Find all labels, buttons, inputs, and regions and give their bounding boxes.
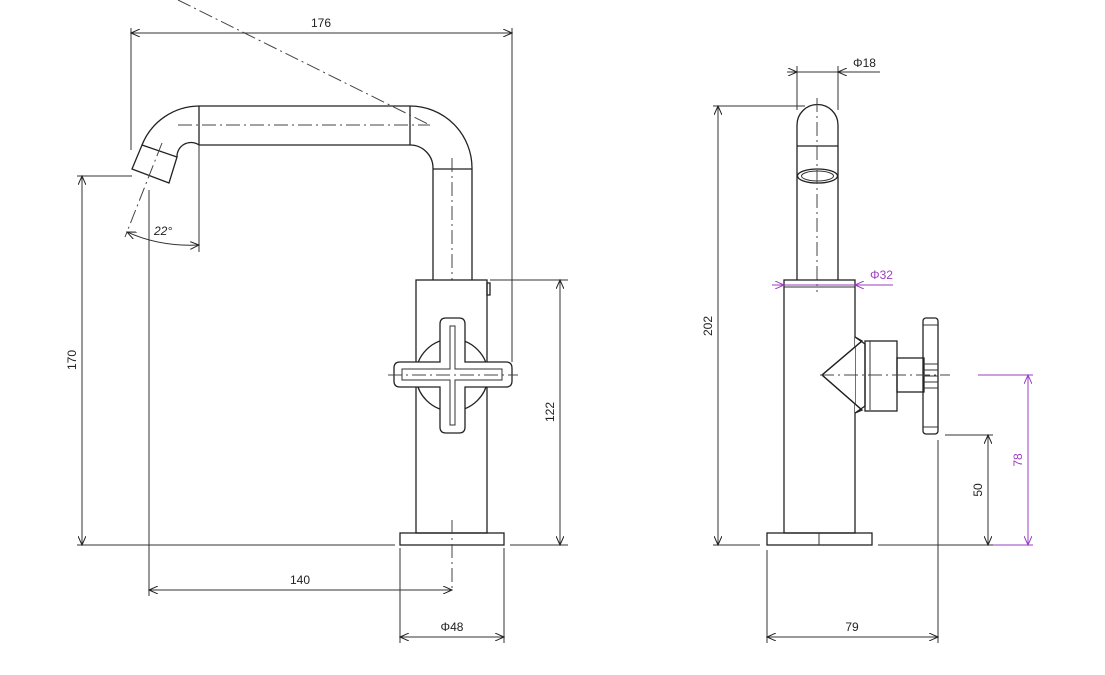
label-78: 78 (1011, 453, 1025, 467)
spout-aerator (131, 144, 178, 184)
label-22-deg: 22° (153, 224, 172, 238)
dimension-handle-clearance: 50 (878, 435, 993, 643)
label-202: 202 (701, 316, 715, 336)
dimension-base-diameter: Φ48 (400, 548, 504, 643)
dimension-overall-width: 176 (131, 16, 512, 362)
label-phi48: Φ48 (441, 620, 464, 634)
dimension-depth: 79 (767, 550, 938, 643)
label-phi18: Φ18 (853, 56, 876, 70)
dimension-spout-reach: 140 (149, 190, 452, 596)
dimension-overall-height: 202 (701, 106, 805, 545)
dimension-handle-axis-height: 78 (978, 375, 1033, 545)
dimension-spout-angle: 22° (127, 145, 199, 252)
spout (124, 0, 473, 280)
label-140: 140 (290, 573, 310, 587)
front-view: 176 22° 170 122 140 (65, 0, 568, 643)
body (399, 279, 505, 592)
dimension-body-diameter: Φ32 (772, 268, 893, 285)
label-79: 79 (845, 620, 859, 634)
label-phi32: Φ32 (870, 268, 893, 282)
side-spout (796, 98, 839, 292)
side-valve (820, 317, 950, 435)
dimension-spout-height: 170 (65, 176, 568, 545)
label-170: 170 (65, 350, 79, 370)
side-view: Φ18 202 Φ32 50 78 (701, 56, 1033, 643)
label-122: 122 (543, 402, 557, 422)
dimension-body-height: 122 (490, 280, 568, 545)
dimension-spout-diameter: Φ18 (787, 56, 880, 110)
cross-handle (388, 317, 518, 434)
label-176: 176 (311, 16, 331, 30)
label-50: 50 (971, 483, 985, 497)
